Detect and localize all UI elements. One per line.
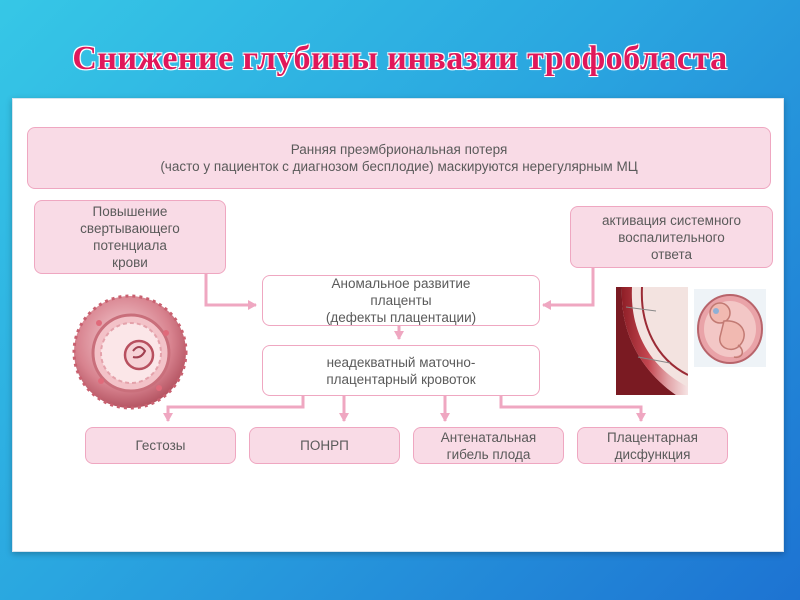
coagulation-box: Повышение свертывающего потенциала крови bbox=[34, 200, 226, 274]
arrow-bloodflow-to-placental-dysfunction bbox=[499, 396, 646, 422]
gestosis-box: Гестозы bbox=[85, 427, 236, 464]
blastocyst-image bbox=[72, 294, 188, 410]
fetus-image bbox=[694, 289, 766, 367]
arrow-bloodflow-to-gestosis bbox=[163, 396, 305, 422]
inflammation-box: активация системного воспалительного отв… bbox=[570, 206, 773, 268]
diagram-panel: Ранняя преэмбриональная потеря (часто у … bbox=[12, 98, 784, 552]
ponrp-box: ПОНРП bbox=[249, 427, 400, 464]
arrow-coagulation-to-placenta bbox=[204, 267, 257, 310]
fetal-death-box: Антенатальная гибель плода bbox=[413, 427, 564, 464]
early-loss-box: Ранняя преэмбриональная потеря (часто у … bbox=[27, 127, 771, 189]
bloodflow-box: неадекватный маточно- плацентарный крово… bbox=[262, 345, 540, 396]
placental-dysfunction-box: Плацентарная дисфункция bbox=[577, 427, 728, 464]
arrow-inflammation-to-placenta bbox=[542, 267, 595, 310]
uterine-wall-image bbox=[616, 287, 688, 395]
flow-arrows bbox=[163, 267, 646, 422]
placenta-box: Аномальное развитие плаценты (дефекты пл… bbox=[262, 275, 540, 326]
slide-title: Снижение глубины инвазии трофобласта bbox=[72, 40, 728, 77]
